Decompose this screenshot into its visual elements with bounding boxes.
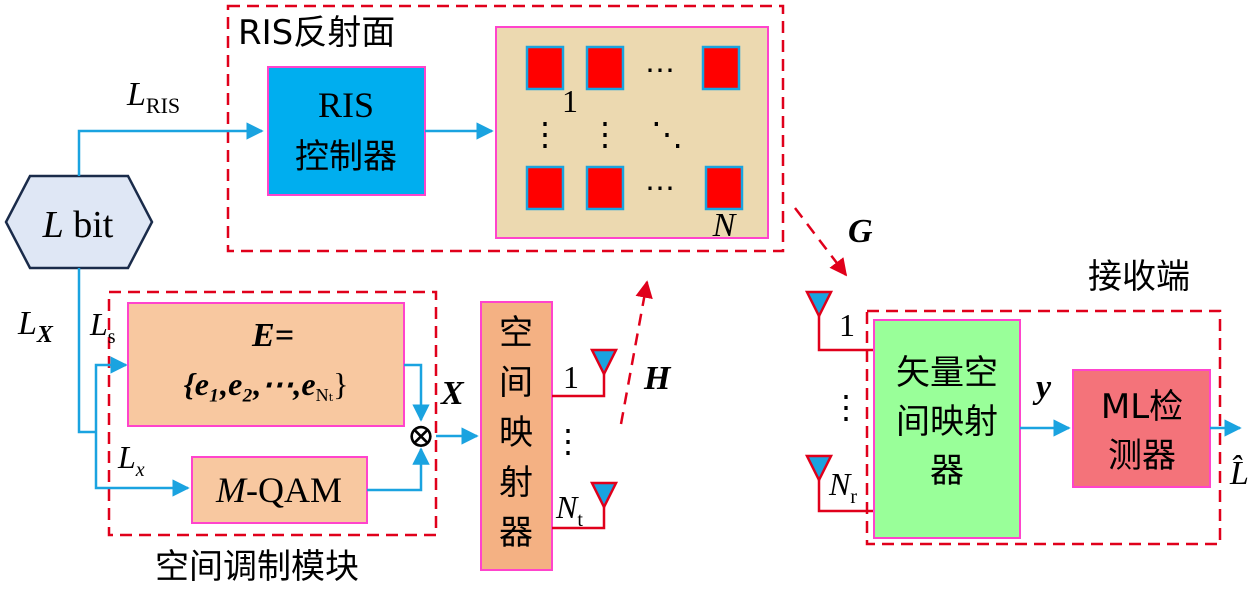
multiplier-symbol: ⊗ <box>407 418 436 455</box>
ris-element <box>585 165 625 211</box>
ris-controller-box <box>267 66 426 196</box>
tx-mapper-char: 空 <box>499 313 533 353</box>
qam-label: M-QAM <box>215 470 342 510</box>
ris-vdots-1: ⋮ <box>529 116 561 152</box>
tx-antenna-1-icon <box>589 348 619 377</box>
tx-antenna-N-icon <box>589 481 619 510</box>
ris-element <box>704 165 744 211</box>
qam-to-mult-arrow <box>367 447 430 492</box>
modulation-module-title: 空间调制模块 <box>155 547 359 587</box>
source-label: L bit <box>42 204 114 246</box>
tx-mapper-char: 映 <box>499 413 533 453</box>
modulation-module-border <box>107 290 438 537</box>
codebook-label-1: E= <box>251 317 294 354</box>
ris-hdots-bottom: ⋯ <box>645 172 675 205</box>
codebook-label-2: {e₁,e₂,⋯,eNₜ} <box>184 366 349 405</box>
ris-element-index-1: 1 <box>562 83 578 119</box>
codebook-box <box>127 302 405 427</box>
ris-ddots: ⋱ <box>651 116 683 152</box>
L-ris-arrow <box>77 122 264 176</box>
rx-mapper-box <box>873 319 1021 539</box>
tx-antenna-1-feed <box>552 372 606 398</box>
ml-detector-box <box>1072 369 1211 488</box>
H-channel-arrow <box>619 280 653 425</box>
tx-mapper-char: 间 <box>499 363 533 403</box>
rx-antenna-N-icon <box>804 454 834 483</box>
rx-antenna-1-feed <box>817 314 874 352</box>
tx-mapper-char: 器 <box>499 513 533 553</box>
codebook-to-mult-arrow <box>404 363 430 422</box>
ris-panel-border <box>226 4 785 253</box>
G-label: G <box>848 213 873 250</box>
source-down-line <box>77 268 96 434</box>
rx-mapper-label-2: 间映射 <box>896 402 998 442</box>
L-x-label: Lx <box>117 439 145 481</box>
H-label: H <box>643 360 672 397</box>
ris-controller-label-1: RIS <box>318 85 374 125</box>
rx-antenna-1-icon <box>804 290 834 319</box>
ris-hdots-top: ⋯ <box>645 54 675 87</box>
tx-mapper-box <box>480 301 553 571</box>
L-X-label: LX <box>17 305 54 348</box>
tx-antenna-1-label: 1 <box>563 359 579 395</box>
L-s-arrow <box>94 356 128 432</box>
L-x-arrow <box>94 432 190 497</box>
ris-vdots-2: ⋮ <box>589 116 621 152</box>
rx-antenna-N-feed <box>817 478 874 513</box>
L-ris-label: LRIS <box>126 76 180 118</box>
ml-detector-label-2: 测器 <box>1108 436 1176 476</box>
L-s-label: Ls <box>89 306 116 348</box>
tx-antenna-N-label: Nt <box>555 489 583 531</box>
qam-box <box>191 456 368 524</box>
L-hat-label: L̂ <box>1229 454 1249 492</box>
ris-element-index-N: N <box>712 207 738 244</box>
rx-mapper-label-1: 矢量空 <box>896 353 998 393</box>
ris-element <box>585 45 625 91</box>
G-channel-arrow <box>794 207 848 277</box>
ris-panel-title: RIS反射面 <box>238 13 395 53</box>
rx-mapper-label-3: 器 <box>930 451 964 491</box>
rx-antenna-N-label: Nr <box>828 466 857 508</box>
tx-mapper-label: 空 间 映 射 器 <box>499 313 533 553</box>
ris-element <box>525 45 565 91</box>
tx-antenna-vdots: ⋮ <box>552 423 584 459</box>
receiver-title: 接收端 <box>1088 257 1190 297</box>
tx-mapper-char: 射 <box>499 463 533 503</box>
source-hexagon <box>4 174 154 270</box>
rx-antenna-1-label: 1 <box>839 307 855 343</box>
ris-controller-label-2: 控制器 <box>295 137 397 177</box>
ris-element <box>525 165 565 211</box>
X-label: X <box>440 375 465 412</box>
ml-detector-label-1: ML检 <box>1101 387 1183 427</box>
y-label: y <box>1032 369 1052 406</box>
rx-antenna-vdots: ⋮ <box>830 389 862 425</box>
ris-element <box>701 45 741 91</box>
tx-antenna-N-feed <box>552 505 606 530</box>
receiver-border <box>865 309 1222 546</box>
ris-elements <box>525 45 744 211</box>
